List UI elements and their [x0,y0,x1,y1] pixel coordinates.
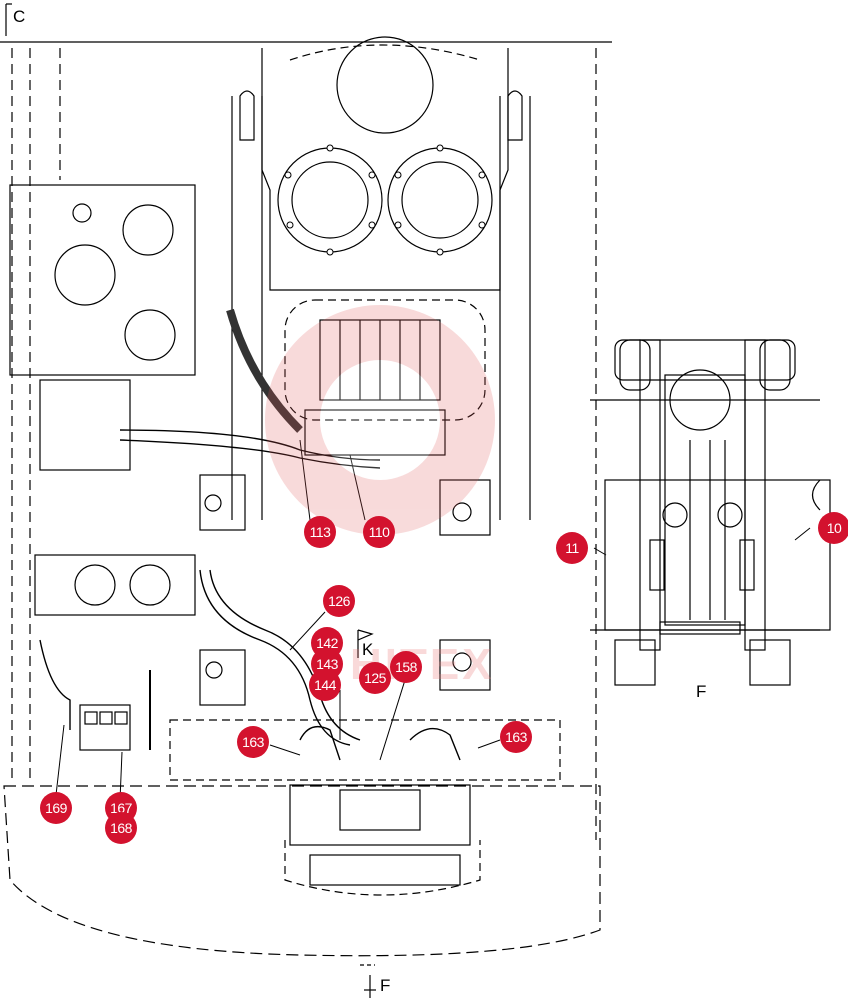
valve-manifold [304,409,446,456]
leader-lines [55,439,811,801]
frame-outline [11,48,597,840]
hydraulic-hoses [39,308,461,761]
watermark-gear [265,305,495,535]
callout-11[interactable]: 11 [556,532,588,564]
pump-block [39,379,131,471]
callout-158[interactable]: 158 [390,651,422,683]
callout-10[interactable]: 10 [818,512,848,544]
callout-110[interactable]: 110 [363,516,395,548]
view-f-detail [590,339,831,686]
callout-113[interactable]: 113 [304,516,336,548]
main-pump [34,554,196,616]
right-swing-ring [387,147,493,253]
callout-126[interactable]: 126 [323,585,355,617]
section-label-f-bottom: F [380,976,391,995]
section-label-c: C [13,7,26,26]
swing-motor [289,784,471,846]
callout-163-left[interactable]: 163 [237,726,269,758]
left-boom-rail [231,96,263,520]
top-ring [336,36,434,134]
pump-housing [9,184,196,376]
valve-recess [284,299,486,421]
callout-169[interactable]: 169 [40,792,72,824]
callout-168[interactable]: 168 [105,812,137,844]
left-swing-ring [277,147,383,253]
bracket-right [439,479,491,536]
callout-144[interactable]: 144 [309,669,341,701]
callout-163-right[interactable]: 163 [500,721,532,753]
callout-125[interactable]: 125 [359,662,391,694]
section-label-k: K [362,640,374,659]
view-f-title: F [696,682,707,701]
right-boom-rail [499,96,531,520]
counterweight-outline [3,785,601,957]
bracket-left [199,474,246,531]
bracket-right-lower [439,639,491,691]
oil-tank [79,704,131,751]
center-housing [261,48,509,291]
lower-frame [169,719,561,781]
bracket-left-lower [199,649,246,706]
